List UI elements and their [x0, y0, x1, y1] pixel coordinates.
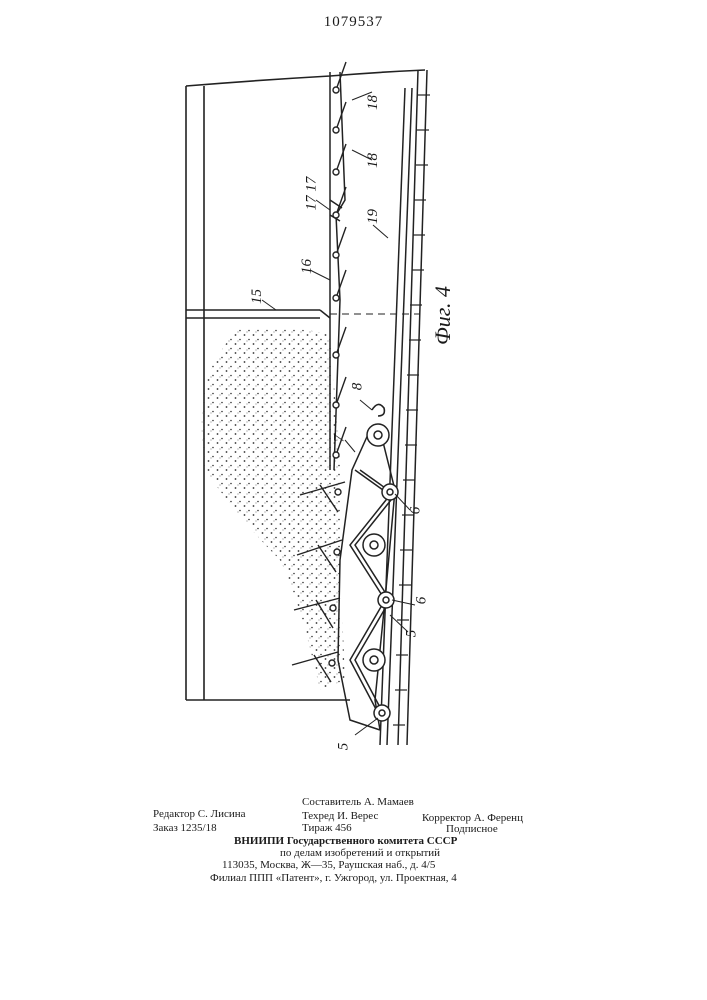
- order-number: Заказ 1235/18: [153, 822, 217, 835]
- editor: Редактор С. Лисина: [153, 808, 246, 821]
- branch: Филиал ППП «Патент», г. Ужгород, ул. Про…: [210, 872, 457, 885]
- print-run: Тираж 456: [302, 822, 352, 835]
- address: 113035, Москва, Ж—35, Раушская наб., д. …: [222, 859, 435, 872]
- compiler: Составитель А. Мамаев: [302, 796, 414, 809]
